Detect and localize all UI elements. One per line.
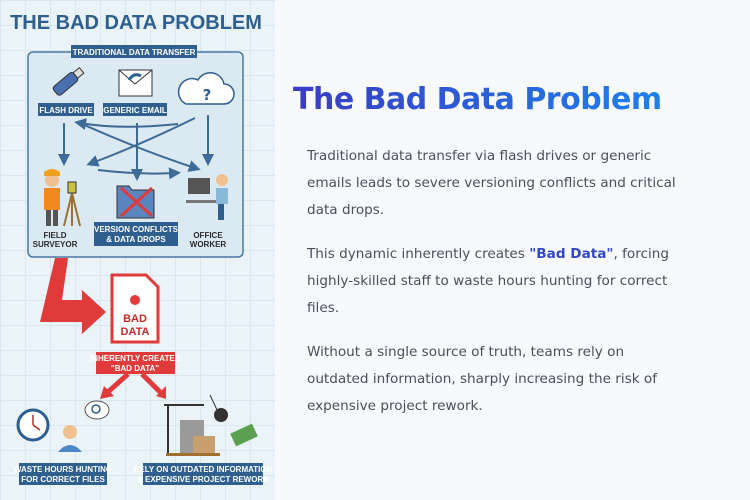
svg-text:BAD: BAD <box>123 313 147 325</box>
svg-text:"BAD DATA": "BAD DATA" <box>111 364 159 373</box>
svg-text:DATA: DATA <box>121 326 150 338</box>
rely-outdated-label: RELY ON OUTDATED INFORMATION <box>134 465 273 474</box>
flash-drive-label: FLASH DRIVE <box>39 106 93 115</box>
clock-person-icon <box>16 400 110 452</box>
creates-label: INHERENTLY CREATES <box>90 354 181 363</box>
svg-text:WORKER: WORKER <box>190 240 227 249</box>
generic-email-label: GENERIC EMAIL <box>103 106 167 115</box>
red-arrow-icon <box>40 258 106 334</box>
office-worker-label: OFFICE <box>193 231 223 240</box>
folder-conflict-icon <box>116 185 155 219</box>
cloud-question-icon: ? <box>177 72 235 105</box>
transfer-arrows <box>58 115 214 181</box>
svg-text:FOR CORRECT FILES: FOR CORRECT FILES <box>21 475 105 484</box>
office-worker-icon <box>186 174 228 220</box>
flash-drive-icon <box>52 66 85 96</box>
svg-text:& DATA DROPS: & DATA DROPS <box>106 235 166 244</box>
svg-text:SURVEYOR: SURVEYOR <box>33 240 78 249</box>
infographic-panel: THE BAD DATA PROBLEM TRADITIONAL DATA TR… <box>0 0 275 500</box>
waste-hours-label: WASTE HOURS HUNTING <box>14 465 112 474</box>
paragraph-2: This dynamic inherently creates "Bad Dat… <box>307 246 670 316</box>
paragraph-3: Without a single source of truth, teams … <box>307 344 657 414</box>
email-icon <box>118 69 153 97</box>
field-surveyor-label: FIELD <box>43 231 66 240</box>
bad-data-file-icon: BAD DATA <box>110 273 160 344</box>
slide-title: The Bad Data Problem <box>293 82 662 117</box>
paragraph-1: Traditional data transfer via flash driv… <box>307 148 676 218</box>
svg-text:?: ? <box>203 86 212 104</box>
infographic-title: THE BAD DATA PROBLEM <box>10 12 262 34</box>
bad-data-highlight: "Bad Data" <box>529 246 614 262</box>
box-title: TRADITIONAL DATA TRANSFER <box>73 48 196 57</box>
svg-text:& EXPENSIVE PROJECT REWORK: & EXPENSIVE PROJECT REWORK <box>137 475 269 484</box>
construction-rework-icon <box>164 394 258 456</box>
version-conflicts-label: VERSION CONFLICTS <box>94 225 179 234</box>
field-surveyor-icon <box>44 169 81 227</box>
